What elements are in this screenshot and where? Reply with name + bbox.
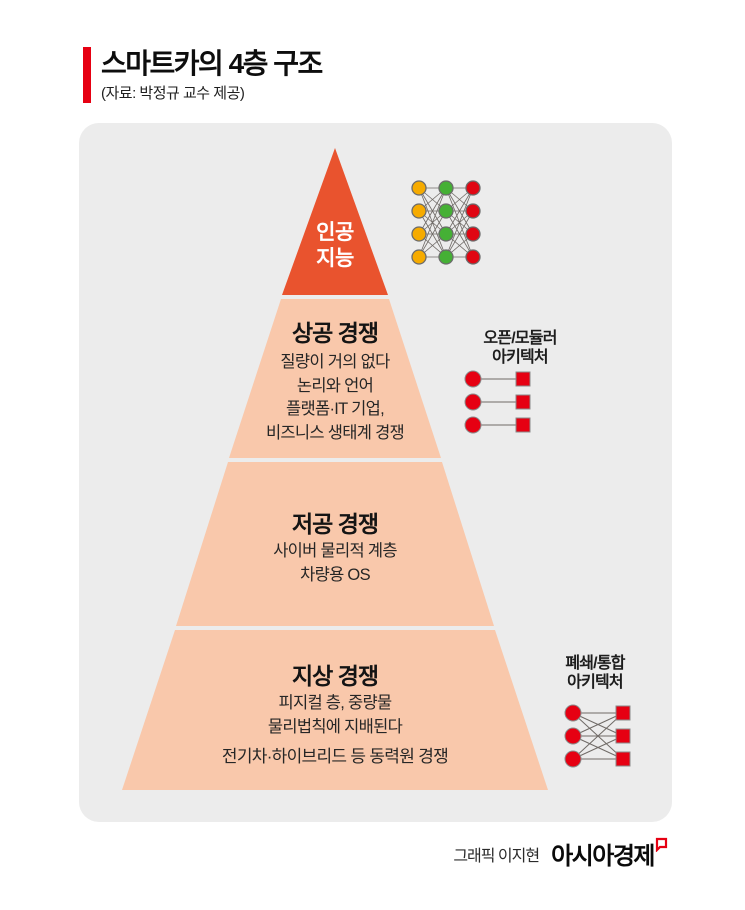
graphic-credit: 그래픽 이지현 (453, 848, 540, 865)
diagram-card: 인공 지능 상공 경쟁 질량이 거의 없다 논리와 언어 플랫폼·IT 기업, … (79, 123, 672, 822)
layer-aerial-description: 질량이 거의 없다 논리와 언어 플랫폼·IT 기업, 비즈니스 생태계 경쟁 (122, 351, 548, 445)
layer-ground-description: 피지컬 층, 중량물 물리법칙에 지배된다 (122, 692, 548, 739)
closed-integrated-diagram (564, 704, 631, 768)
open-modular-label: 오픈/모듈러 아키텍처 (450, 329, 590, 367)
layer-ai-label-line1: 인공 (316, 221, 354, 244)
source-note: (자료: 박정규 교수 제공) (101, 85, 245, 102)
layer-ground-line2: 물리법칙에 지배된다 (267, 717, 403, 736)
page-title: 스마트카의 4층 구조 (101, 48, 323, 79)
layer-low-line1: 사이버 물리적 계층 (273, 542, 397, 560)
layer-aerial-title: 상공 경쟁 (291, 320, 379, 346)
neural-network-diagram (411, 180, 481, 265)
brand-mark-icon (655, 837, 668, 852)
layer-ai-label-line2: 지능 (316, 247, 354, 270)
closed-integrated-label-line1: 폐쇄/통합 (565, 655, 625, 672)
layer-ground-line1: 피지컬 층, 중량물 (278, 694, 392, 712)
layer-ai-label: 인공 지능 (122, 220, 548, 272)
pyramid: 인공 지능 상공 경쟁 질량이 거의 없다 논리와 언어 플랫폼·IT 기업, … (122, 148, 548, 790)
layer-aerial-line4: 비즈니스 생태계 경쟁 (265, 423, 405, 442)
layer-ground-footnote: 전기차·하이브리드 등 동력원 경쟁 (221, 747, 449, 766)
open-modular-diagram (464, 370, 531, 434)
layer-aerial-line1: 질량이 거의 없다 (280, 353, 390, 371)
closed-integrated-label-line2: 아키텍처 (567, 674, 623, 691)
layer-ground-title: 지상 경쟁 (291, 663, 379, 689)
brand-logo: 아시아경제 (551, 843, 655, 870)
layer-low-description: 사이버 물리적 계층 차량용 OS (122, 540, 548, 587)
layer-low-title: 저공 경쟁 (291, 511, 379, 537)
open-modular-label-line2: 아키텍처 (492, 349, 548, 366)
layer-low-line2: 차량용 OS (300, 565, 370, 584)
pyramid-layer-ground (122, 630, 548, 790)
closed-integrated-label: 폐쇄/통합 아키텍처 (525, 654, 665, 692)
layer-aerial-line2: 논리와 언어 (296, 376, 374, 395)
open-modular-label-line1: 오픈/모듈러 (483, 330, 557, 347)
title-accent-bar (83, 47, 91, 103)
pyramid-layer-low-altitude (176, 462, 494, 626)
credit-line: 그래픽 이지현 아시아경제 (453, 836, 668, 871)
layer-aerial-line3: 플랫폼·IT 기업, (286, 400, 385, 418)
